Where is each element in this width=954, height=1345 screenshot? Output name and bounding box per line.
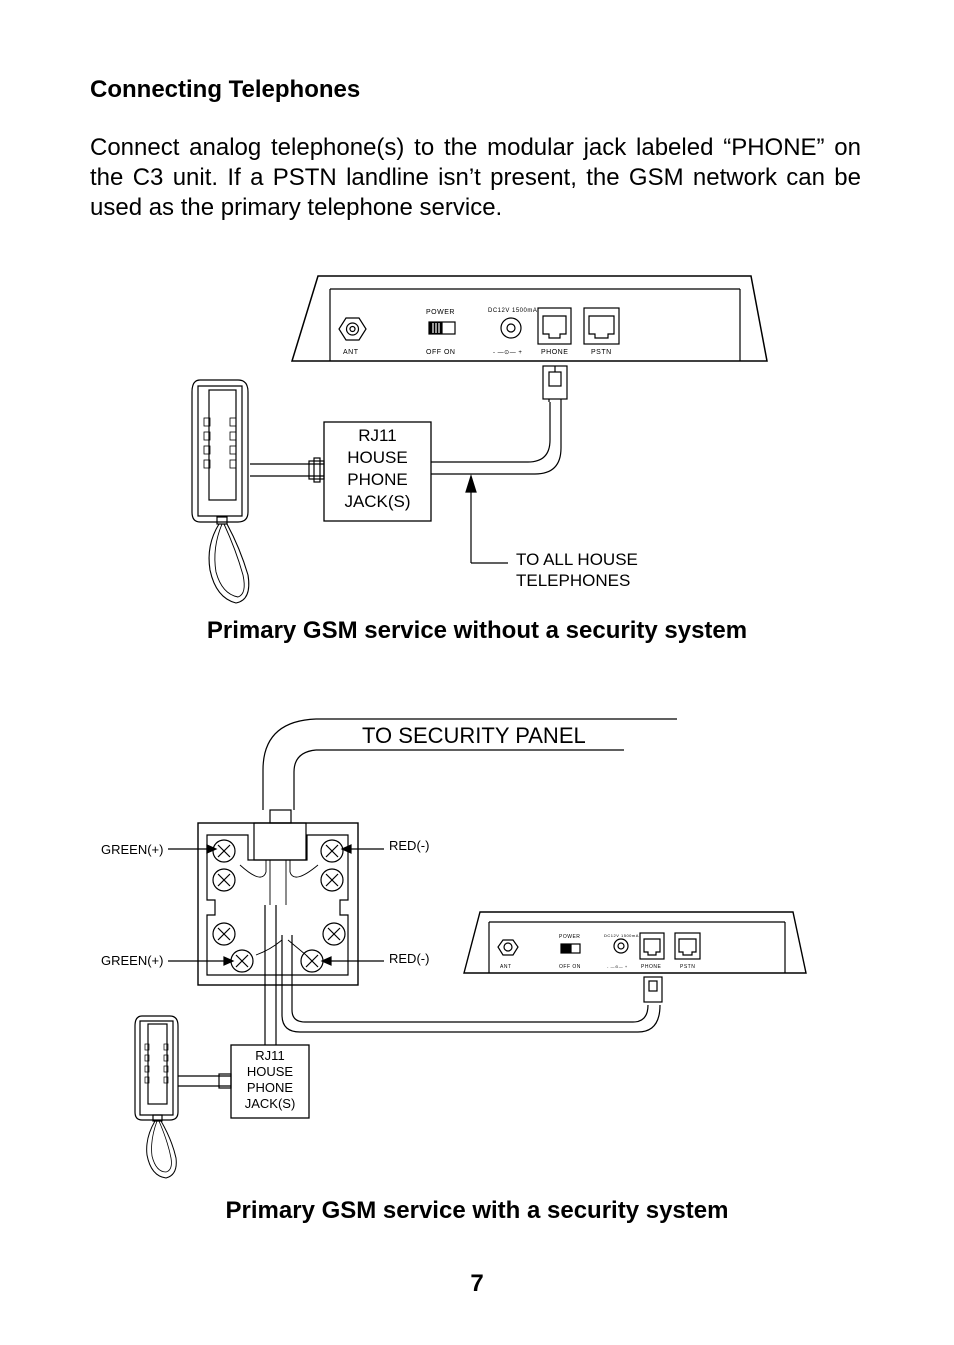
rj11-plug-icon	[542, 365, 568, 402]
antenna-connector-icon	[338, 317, 367, 341]
power-switch-icon	[428, 321, 456, 335]
unit1-phone-label: PHONE	[541, 349, 568, 356]
rj11-plug-icon	[643, 976, 663, 1003]
c3-unit-1	[290, 275, 768, 362]
telephone-icon	[134, 1015, 179, 1179]
jack2-line-4: JACK(S)	[245, 1096, 296, 1111]
unit2-ant-label: ANT	[500, 964, 512, 970]
jack2-line-3: PHONE	[247, 1080, 294, 1095]
green-top-label: GREEN(+)	[101, 842, 163, 857]
jack1-line-1: RJ11	[358, 426, 396, 445]
unit2-switch-label: OFF ON	[559, 964, 581, 970]
jack2-line-2: HOUSE	[247, 1064, 294, 1079]
telephone-icon	[191, 379, 250, 604]
red-bottom-label: RED(-)	[389, 951, 429, 966]
block-connector	[253, 822, 307, 861]
unit2-dc-label: DC12V 1500mA	[604, 933, 639, 938]
pointer-arrow-icon	[465, 473, 477, 493]
note-line-1: TO ALL HOUSE	[516, 550, 638, 569]
terminal-block	[197, 822, 359, 986]
green-bottom-label: GREEN(+)	[101, 953, 163, 968]
unit1-pstn-label: PSTN	[591, 349, 612, 356]
unit1-polarity-label: - —⊙— +	[493, 350, 522, 356]
unit1-dc-label: DC12V 1500mA	[488, 308, 537, 314]
dc-jack-icon	[500, 317, 522, 339]
unit2-polarity-label: - —⊙— +	[607, 964, 628, 969]
jack1-line-3: PHONE	[347, 470, 407, 489]
diagram-1	[191, 275, 768, 604]
diagram2-caption: Primary GSM service with a security syst…	[225, 1197, 729, 1224]
phone-port-icon	[537, 307, 572, 345]
jack2-line-1: RJ11	[255, 1048, 284, 1063]
unit2-phone-label: PHONE	[641, 964, 661, 970]
unit1-switch-label: OFF ON	[426, 349, 455, 356]
wall-plug-icon	[218, 1073, 232, 1089]
dc-jack-icon	[613, 938, 629, 954]
diagram-2	[134, 718, 807, 1179]
pstn-port-icon	[583, 307, 620, 345]
red-top-label: RED(-)	[389, 838, 429, 853]
security-panel-label: TO SECURITY PANEL	[362, 723, 586, 748]
jack1-line-4: JACK(S)	[344, 492, 410, 511]
pstn-port-icon	[674, 932, 701, 960]
intro-paragraph: Connect analog telephone(s) to the modul…	[90, 134, 861, 221]
antenna-connector-icon	[497, 939, 519, 956]
jack1-line-2: HOUSE	[347, 448, 407, 467]
wall-plug-icon	[308, 460, 325, 480]
note-line-2: TELEPHONES	[516, 571, 630, 590]
unit1-power-label: POWER	[426, 309, 455, 316]
c3-unit-2	[463, 911, 807, 974]
unit1-ant-label: ANT	[343, 349, 359, 356]
phone-port-icon	[639, 932, 665, 960]
power-switch-icon	[560, 943, 581, 954]
page-number: 7	[470, 1270, 484, 1297]
section-heading: Connecting Telephones	[90, 76, 361, 103]
unit2-pstn-label: PSTN	[680, 964, 695, 970]
diagram1-caption: Primary GSM service without a security s…	[206, 617, 748, 644]
unit2-power-label: POWER	[559, 934, 580, 940]
